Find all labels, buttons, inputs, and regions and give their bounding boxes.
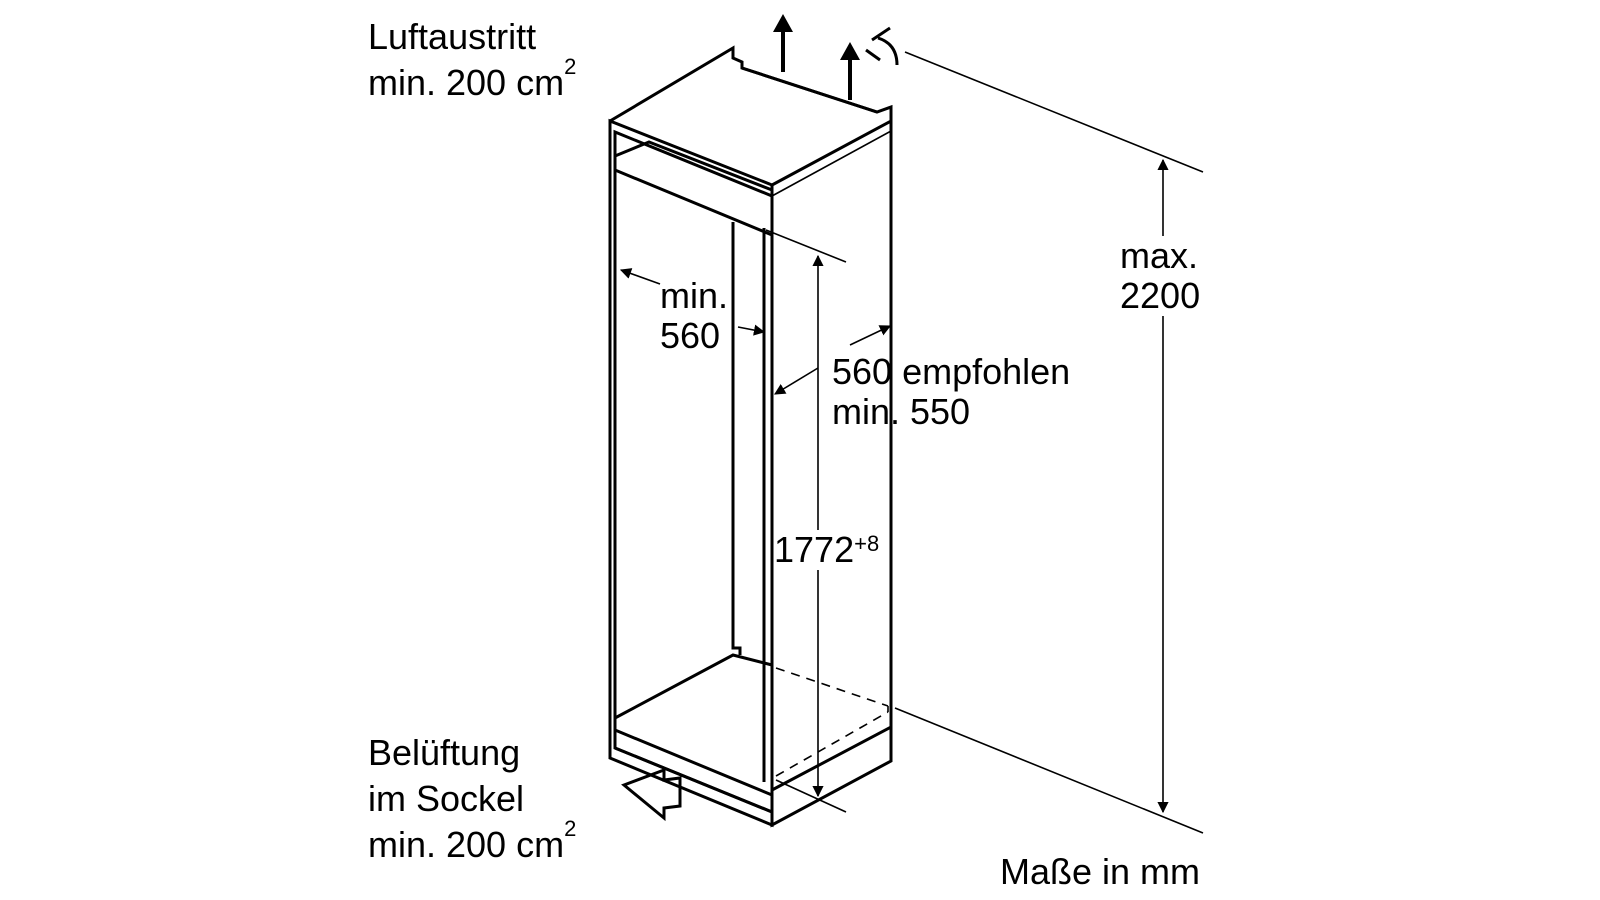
width-label-line1: min. [660, 275, 729, 316]
width-dimension-arrow [737, 324, 766, 336]
niche-height-label: 1772+8 [774, 529, 880, 570]
width-label: min. 560 [660, 276, 728, 356]
upper-crossbar [614, 140, 774, 237]
wall-mount-icon [865, 26, 899, 66]
niche-height-value: 1772 [774, 529, 855, 570]
niche-height-dimension [765, 229, 847, 813]
air-outlet-area-unit-exponent: 2 [564, 54, 577, 79]
depth-dimension-arrow [849, 325, 892, 346]
air-outlet-arrows [773, 14, 899, 100]
depth-label-recommended: 560 empfohlen [832, 351, 1071, 392]
ventilation-area: min. 200 cm [368, 824, 565, 865]
rear-post [731, 222, 742, 655]
depth-label-minimum: min. 550 [832, 391, 971, 432]
ventilation-label: Belüftung im Sockel min. 200 cm2 [368, 730, 576, 868]
ventilation-inlet-arrow-icon [621, 767, 682, 822]
top-rear-edge [741, 66, 878, 114]
max-height-label-line1: max. [1120, 235, 1199, 276]
bottom-right-panel [771, 724, 893, 792]
width-label-value: 560 [660, 315, 721, 356]
ventilation-label-line1: Belüftung [368, 732, 521, 773]
dashed-base-lines [775, 667, 889, 777]
depth-dimension-arrow [774, 367, 819, 395]
niche-height-tolerance: +8 [854, 531, 880, 556]
ventilation-label-line3: min. 200 cm2 [368, 818, 576, 868]
bottom-platform [614, 653, 773, 814]
right-side-inner [771, 130, 892, 197]
ventilation-area-unit-exponent: 2 [564, 816, 577, 841]
right-side-panel [770, 121, 893, 828]
max-height-dimension [894, 51, 1204, 834]
up-arrow-icon [773, 14, 793, 72]
max-height-value: 2200 [1120, 275, 1201, 316]
units-note: Maße in mm [1000, 851, 1201, 892]
front-left-panel [608, 118, 774, 828]
width-dimension-arrow [619, 268, 661, 285]
cabinet-niche [608, 45, 893, 828]
air-outlet-area: min. 200 cm [368, 62, 565, 103]
max-height-label: max. 2200 [1120, 235, 1201, 316]
air-outlet-label-line1: Luftaustritt [368, 16, 537, 57]
air-outlet-label-line2: min. 200 cm2 [368, 56, 576, 106]
air-outlet-label: Luftaustritt min. 200 cm2 [368, 14, 576, 106]
ventilation-label-line2: im Sockel [368, 778, 525, 819]
up-arrow-icon [840, 42, 860, 100]
depth-label: 560 empfohlen min. 550 [832, 352, 1070, 432]
